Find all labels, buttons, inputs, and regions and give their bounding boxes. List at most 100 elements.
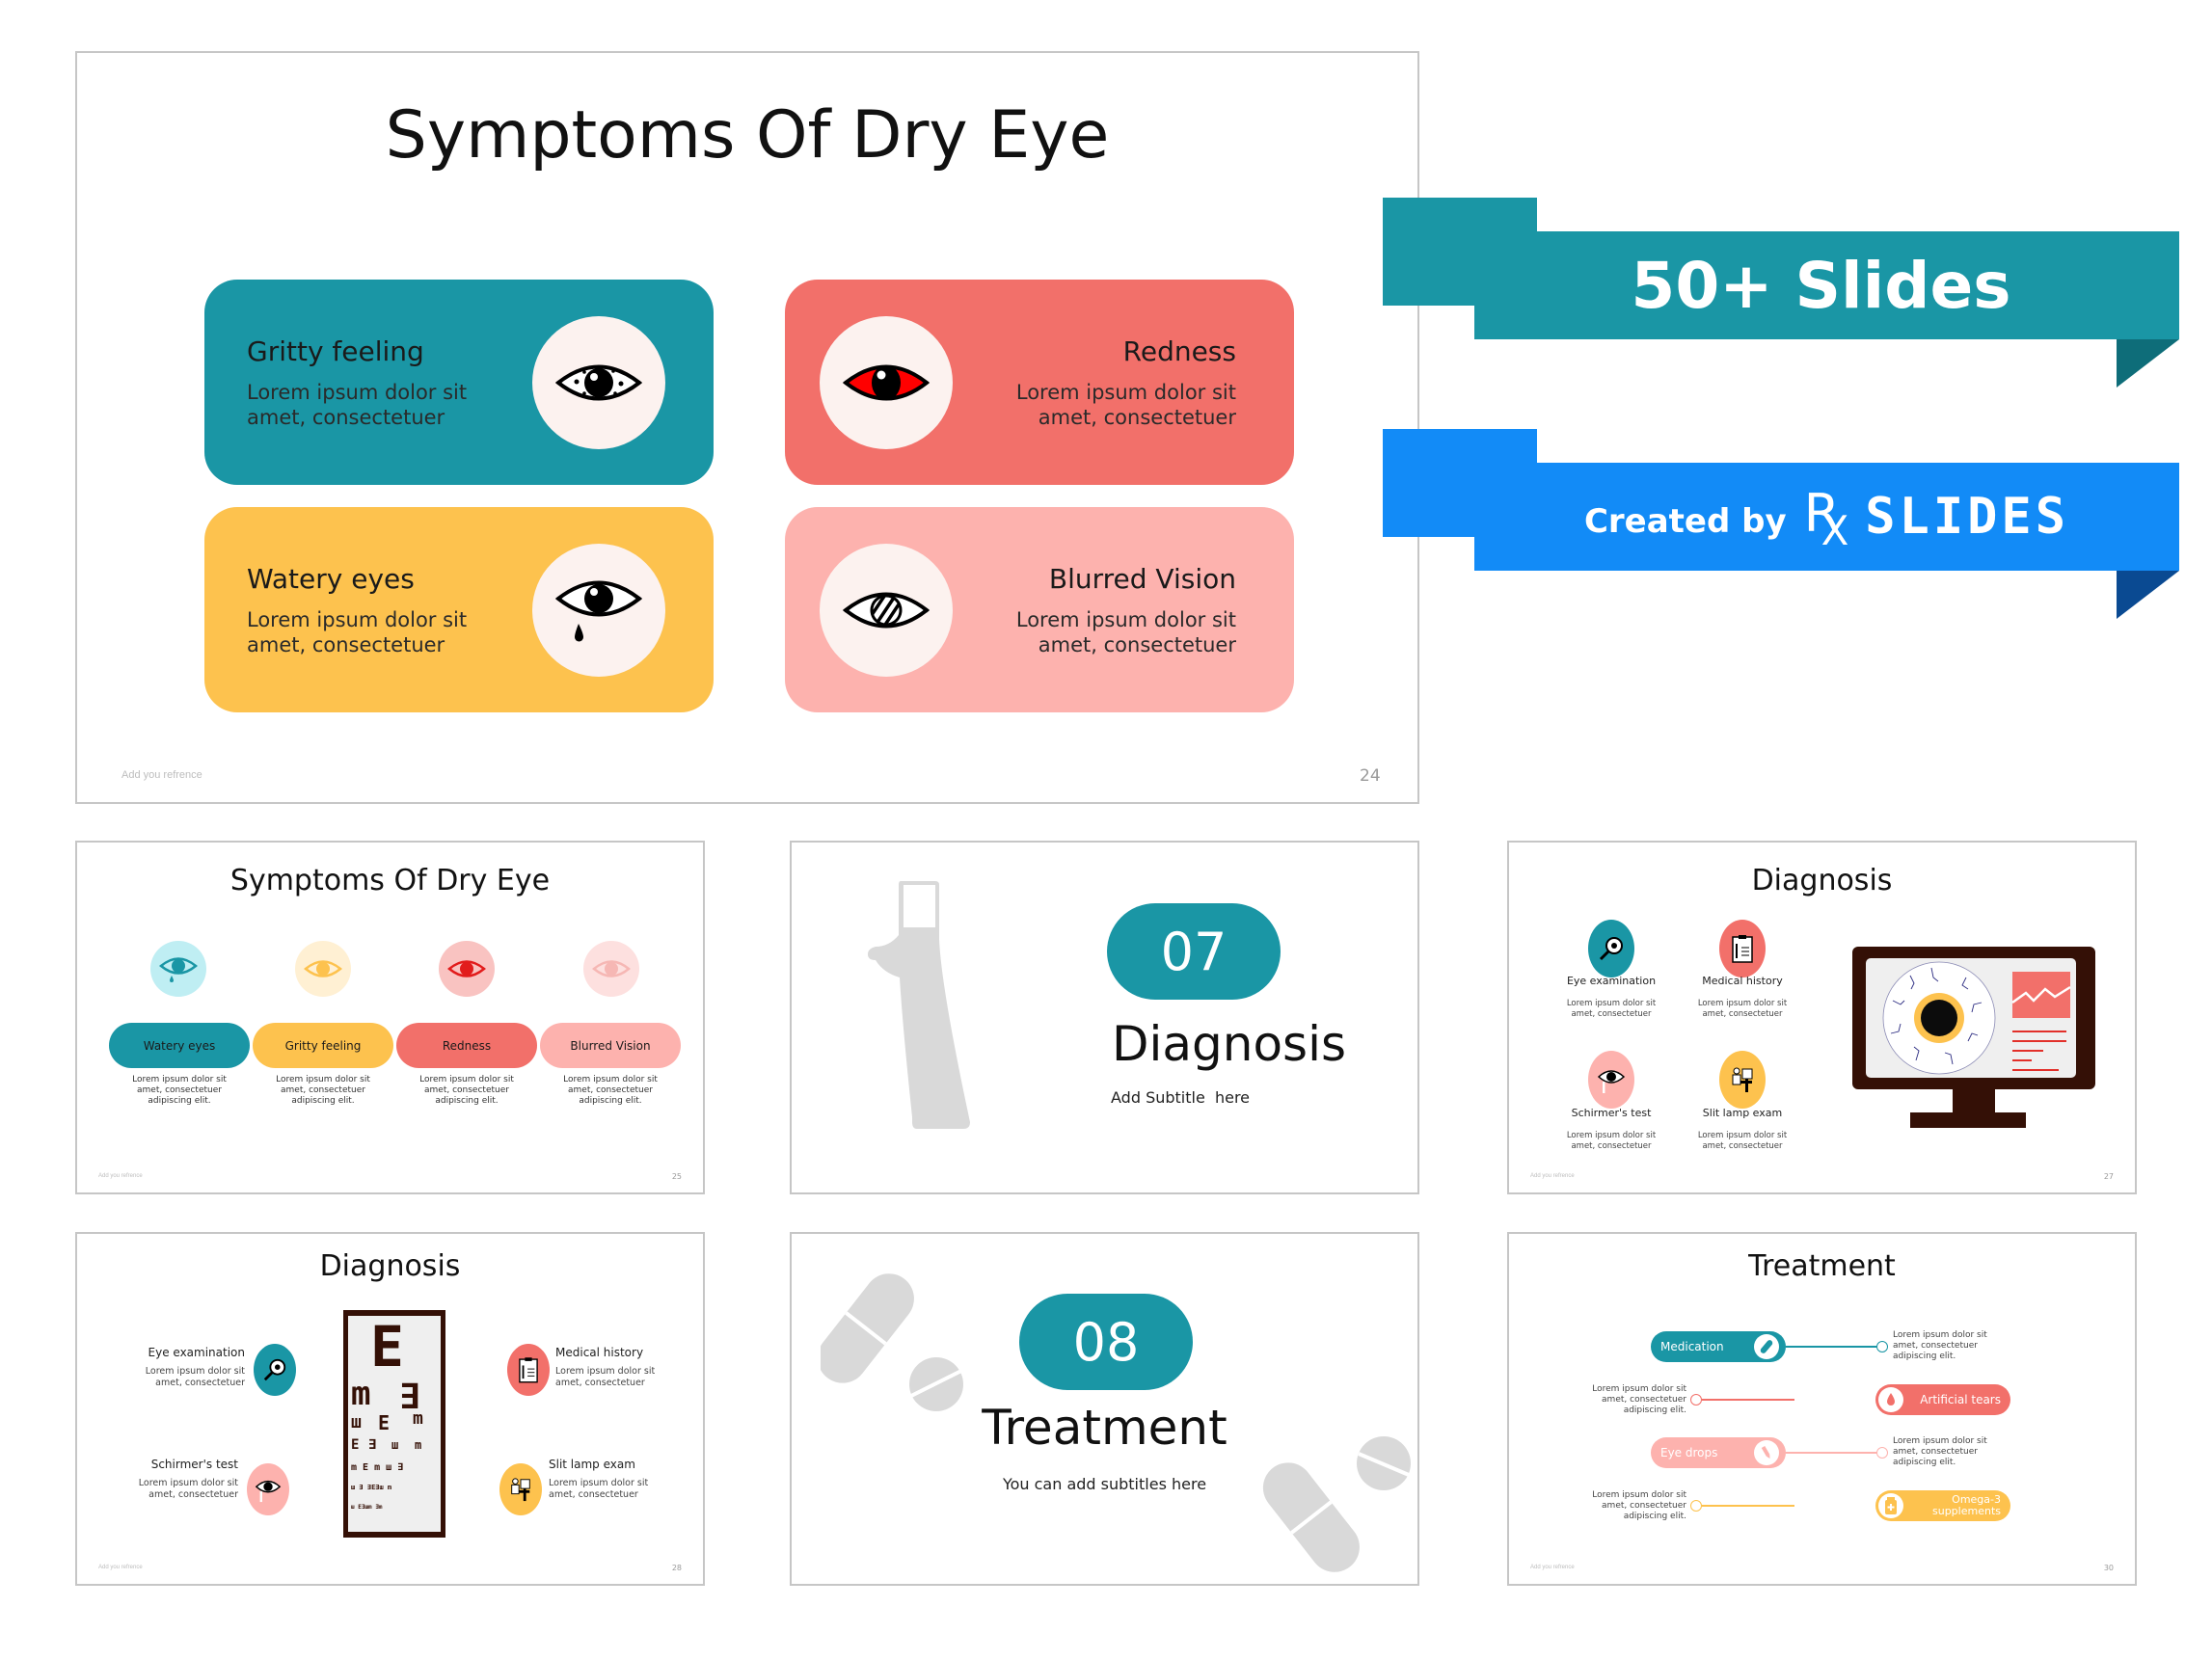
gritty-eye-icon bbox=[532, 316, 665, 449]
tonometer-illustration bbox=[868, 881, 970, 1129]
created-by-ribbon: Created by R X SLIDES bbox=[1383, 429, 2179, 622]
dropper-icon bbox=[1754, 1440, 1779, 1465]
svg-text:ш: ш bbox=[351, 1412, 362, 1432]
svg-text:m: m bbox=[415, 1438, 421, 1452]
section-title: Treatment bbox=[982, 1400, 1227, 1456]
page-number: 25 bbox=[671, 1172, 682, 1181]
card-title: Redness bbox=[1122, 335, 1236, 367]
schirmer-test-icon bbox=[247, 1463, 289, 1515]
thumbnail-diagnosis-chart[interactable]: Diagnosis Eye examination Lorem ipsum do… bbox=[75, 1232, 705, 1586]
item-label: Eye examination bbox=[148, 1346, 245, 1359]
slit-lamp-icon bbox=[499, 1463, 542, 1515]
medical-history-icon bbox=[1719, 920, 1766, 977]
section-title: Diagnosis bbox=[1112, 1016, 1347, 1072]
section-subtitle: You can add subtitles here bbox=[1002, 1475, 1207, 1493]
gritty-eye-icon bbox=[295, 941, 351, 997]
monitor-eye-illustration bbox=[1852, 947, 2095, 1128]
svg-text:∃: ∃ bbox=[399, 1378, 420, 1417]
slit-lamp-icon bbox=[1719, 1051, 1766, 1109]
thumbnail-diagnosis-monitor[interactable]: Diagnosis Eye examination Medical histor… bbox=[1507, 841, 2137, 1194]
item-label: Slit lamp exam bbox=[549, 1458, 635, 1471]
svg-text:m: m bbox=[351, 1375, 370, 1413]
slide-reference: Add you refrence bbox=[1530, 1173, 1575, 1179]
rx-slides-logo: R X SLIDES bbox=[1803, 483, 2070, 555]
item-label: Schirmer's test bbox=[1571, 1107, 1652, 1119]
red-eye-icon bbox=[439, 941, 495, 997]
pills-icon bbox=[1754, 1334, 1779, 1359]
slide-reference: Add you refrence bbox=[1530, 1565, 1575, 1570]
card-title: Watery eyes bbox=[247, 563, 415, 595]
svg-text:E: E bbox=[370, 1314, 404, 1379]
magnifier-eye-icon bbox=[254, 1344, 296, 1396]
magnifier-eye-icon bbox=[1588, 920, 1634, 977]
card-title: Blurred Vision bbox=[1048, 563, 1236, 595]
connector-line bbox=[1786, 1346, 1878, 1348]
svg-text:ш ∃ ∃E∃ш m: ш ∃ ∃E∃ш m bbox=[351, 1484, 391, 1491]
slide-reference: Add you refrence bbox=[98, 1565, 143, 1570]
slides-count-ribbon: 50+ Slides bbox=[1383, 198, 2179, 390]
slide-title: Symptoms Of Dry Eye bbox=[229, 864, 551, 897]
connector-dot bbox=[1876, 1341, 1888, 1352]
thumbnail-section-diagnosis[interactable]: 07 Diagnosis Add Subtitle here bbox=[790, 841, 1419, 1194]
medical-history-icon bbox=[507, 1344, 550, 1396]
svg-text:E: E bbox=[351, 1437, 359, 1453]
slides-count-text: 50+ Slides bbox=[1631, 248, 2011, 323]
eye-drop-icon bbox=[1878, 1387, 1903, 1412]
slide-reference: Add you refrence bbox=[121, 769, 202, 781]
blurred-eye-icon bbox=[820, 544, 953, 677]
slide-title: Diagnosis bbox=[319, 1249, 461, 1283]
slide-title: Diagnosis bbox=[1751, 864, 1893, 897]
pills-illustration bbox=[1262, 1436, 1411, 1572]
thumbnail-treatment[interactable]: Treatment Medication Lorem ipsum dolor s… bbox=[1507, 1232, 2137, 1586]
label-watery-eyes: Watery eyes bbox=[109, 1023, 250, 1068]
schirmer-test-icon bbox=[1588, 1051, 1634, 1109]
section-number-badge: 08 bbox=[1019, 1294, 1193, 1390]
card-title: Gritty feeling bbox=[247, 335, 424, 367]
connector-line bbox=[1702, 1505, 1794, 1507]
svg-text:∃: ∃ bbox=[368, 1437, 376, 1453]
item-label: Schirmer's test bbox=[150, 1458, 238, 1471]
created-by-text: Created by bbox=[1583, 502, 1787, 541]
connector-dot bbox=[1690, 1394, 1702, 1406]
item-label: Eye examination bbox=[1566, 975, 1657, 987]
section-number-badge: 07 bbox=[1107, 903, 1281, 1000]
page-number: 24 bbox=[1360, 766, 1381, 786]
section-subtitle: Add Subtitle here bbox=[1111, 1088, 1251, 1107]
svg-text:ш E∃шm ∃m: ш E∃шm ∃m bbox=[351, 1504, 383, 1511]
item-label: Slit lamp exam bbox=[1702, 1107, 1783, 1119]
svg-text:m: m bbox=[413, 1408, 423, 1429]
watery-eye-icon bbox=[150, 941, 206, 997]
thumbnail-section-treatment[interactable]: 08 Treatment You can add subtitles here bbox=[790, 1232, 1419, 1586]
label-gritty-feeling: Gritty feeling bbox=[253, 1023, 393, 1068]
label-redness: Redness bbox=[396, 1023, 537, 1068]
slide-title: Symptoms Of Dry Eye bbox=[385, 97, 1110, 174]
page-number: 30 bbox=[2103, 1564, 2114, 1572]
slide-reference: Add you refrence bbox=[98, 1173, 143, 1179]
item-label: Medical history bbox=[555, 1346, 644, 1359]
red-eye-icon bbox=[820, 316, 953, 449]
page-number: 28 bbox=[671, 1564, 682, 1572]
thumbnail-symptoms[interactable]: Symptoms Of Dry Eye Watery eyes Gritty f… bbox=[75, 841, 705, 1194]
